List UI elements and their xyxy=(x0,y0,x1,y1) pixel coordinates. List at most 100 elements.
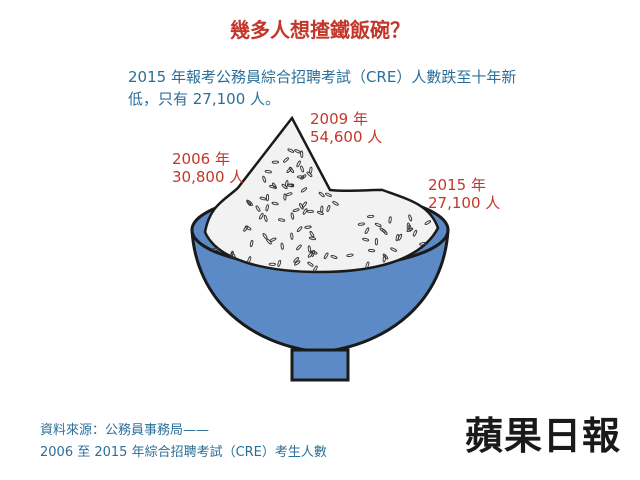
rice-grain xyxy=(330,255,338,259)
source-note: 資料來源：公務員事務局—— 2006 至 2015 年綜合招聘考試（CRE）考生… xyxy=(40,420,327,464)
value-label: 54,600 人 xyxy=(310,128,383,146)
rice-grain xyxy=(287,148,295,153)
rice-grain xyxy=(310,250,318,255)
data-label-2015: 2015 年 27,100 人 xyxy=(428,176,500,212)
rice-grain xyxy=(300,150,304,158)
rice-grain xyxy=(255,205,261,212)
rice-grain xyxy=(325,192,332,197)
chart-subtitle: 2015 年報考公務員綜合招聘考試（CRE）人數跌至十年新低，只有 27,100… xyxy=(128,68,517,108)
rice-grain xyxy=(299,203,304,210)
rice-grain xyxy=(259,196,267,201)
rice-grain xyxy=(244,225,252,231)
rice-grain xyxy=(406,227,414,232)
rice-grain xyxy=(277,259,282,267)
rice-grain xyxy=(286,183,295,187)
category-label: 2015 年 xyxy=(428,176,486,194)
brand-logo: 蘋果日報 xyxy=(465,413,622,458)
rice-grain xyxy=(249,239,254,248)
rice-grain xyxy=(367,249,376,253)
rice-grain xyxy=(313,265,318,273)
data-label-2006: 2006 年 30,800 人 xyxy=(172,150,244,186)
rice-grain xyxy=(307,251,314,258)
rice-grain xyxy=(272,182,277,190)
rice-grain xyxy=(283,157,289,163)
rice-grain xyxy=(283,193,287,201)
rice-grain xyxy=(300,187,308,193)
rice-grain xyxy=(265,204,269,212)
rice-grain xyxy=(379,227,386,233)
rice-grain xyxy=(231,252,236,259)
rice-grain xyxy=(211,247,220,251)
rice-grain xyxy=(382,255,386,263)
rice-grain xyxy=(307,245,312,253)
rice-grain xyxy=(362,237,370,242)
bowl-foot xyxy=(290,348,350,382)
rice-grain xyxy=(263,214,268,222)
rice-grain xyxy=(374,222,382,227)
rice-grain xyxy=(301,201,307,208)
rice-grain xyxy=(296,244,302,251)
rice-grain xyxy=(268,262,276,266)
rice-grain xyxy=(230,250,234,258)
rice-grain xyxy=(243,225,249,232)
rice-grain xyxy=(320,205,324,213)
rice-grain xyxy=(306,171,313,178)
rice-grain xyxy=(293,257,300,263)
rice-grain xyxy=(285,192,293,197)
rice-grain xyxy=(318,191,325,198)
rice-grain xyxy=(390,247,397,252)
rice-grain xyxy=(382,253,389,260)
rice-grain xyxy=(247,256,252,264)
rice-grain xyxy=(395,234,400,242)
rice-grain xyxy=(412,229,418,237)
rice-grain xyxy=(424,220,432,225)
rice-grain xyxy=(306,209,314,213)
rice-grain xyxy=(280,242,284,250)
rice-grain xyxy=(278,218,286,222)
rice-grain xyxy=(296,175,305,179)
rice-grain xyxy=(247,200,253,206)
rice-grain xyxy=(292,208,300,213)
source-line-1: 資料來源：公務員事務局—— xyxy=(40,423,210,438)
rice-grain xyxy=(265,193,270,202)
rice-grain xyxy=(364,227,370,234)
rice-grain xyxy=(290,232,294,240)
rice-grain xyxy=(357,222,366,226)
rice-grain xyxy=(374,238,378,246)
value-label: 27,100 人 xyxy=(428,194,501,212)
category-label: 2006 年 xyxy=(172,150,230,168)
rice-grain xyxy=(296,160,301,168)
rice-grain xyxy=(326,205,331,212)
data-label-2009: 2009 年 54,600 人 xyxy=(310,110,382,146)
rice-grain xyxy=(259,212,264,220)
rice-grain xyxy=(304,225,312,229)
rice-grain xyxy=(366,214,375,219)
rice-grain xyxy=(266,238,272,245)
rice-grain xyxy=(323,252,329,260)
rice-grain xyxy=(419,242,427,246)
rice-grain xyxy=(262,175,267,183)
value-label: 30,800 人 xyxy=(172,168,245,186)
rice-grain xyxy=(346,253,354,257)
rice-grain xyxy=(302,208,308,215)
rice-grain xyxy=(285,179,289,188)
rice-grain xyxy=(246,199,252,206)
rice-grain xyxy=(388,216,392,224)
rice-grain xyxy=(271,160,280,164)
rice-grain xyxy=(408,214,413,222)
rice-grain xyxy=(286,167,292,174)
rice-grain xyxy=(294,149,301,154)
rice-grain xyxy=(365,261,370,269)
rice-grain xyxy=(296,226,303,233)
category-label: 2009 年 xyxy=(310,110,368,128)
rice-grain xyxy=(294,260,301,266)
source-line-2: 2006 至 2015 年綜合招聘考試（CRE）考生人數 xyxy=(40,445,327,460)
rice-grain xyxy=(300,165,305,173)
rice-grain xyxy=(307,261,314,267)
rice-grain xyxy=(332,200,339,206)
chart-title: 幾多人想揸鐵飯碗？ xyxy=(230,18,410,42)
rice-grain xyxy=(264,170,272,174)
rice-grain xyxy=(309,230,315,238)
rice-grain xyxy=(290,212,295,220)
